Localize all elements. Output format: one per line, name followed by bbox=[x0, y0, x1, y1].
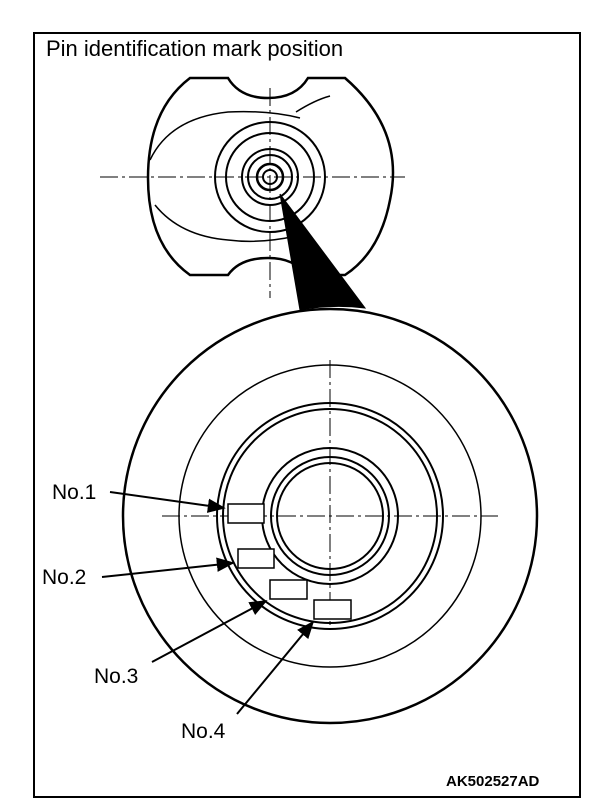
label-no1: No.1 bbox=[52, 481, 97, 504]
leader-arrows bbox=[101, 491, 315, 715]
leader-no1 bbox=[109, 491, 226, 513]
figure-code: AK502527AD bbox=[446, 773, 540, 790]
leader-no4 bbox=[236, 620, 315, 715]
leader-no3 bbox=[151, 600, 268, 663]
mark-position-no4 bbox=[313, 599, 352, 620]
mark-position-no2 bbox=[237, 548, 275, 569]
magnification-wedge bbox=[279, 193, 367, 311]
mark-position-no3 bbox=[269, 579, 308, 600]
crank-web-curve-right-upper bbox=[295, 95, 331, 113]
crank-web-curve-lower bbox=[154, 204, 297, 243]
label-no2: No.2 bbox=[42, 566, 87, 589]
label-no4: No.4 bbox=[181, 720, 226, 743]
counterweight-outline bbox=[146, 76, 395, 277]
enlarged-journal-view bbox=[121, 307, 539, 725]
figure-title: Pin identification mark position bbox=[46, 36, 344, 61]
crankshaft-top-view bbox=[100, 76, 405, 298]
leader-no2 bbox=[101, 557, 235, 578]
label-no3: No.3 bbox=[94, 665, 139, 688]
crank-web-curve-upper bbox=[149, 110, 301, 161]
mark-position-no1 bbox=[227, 503, 265, 524]
figure-frame bbox=[33, 32, 581, 798]
enlarged-outer-circle bbox=[121, 307, 539, 725]
